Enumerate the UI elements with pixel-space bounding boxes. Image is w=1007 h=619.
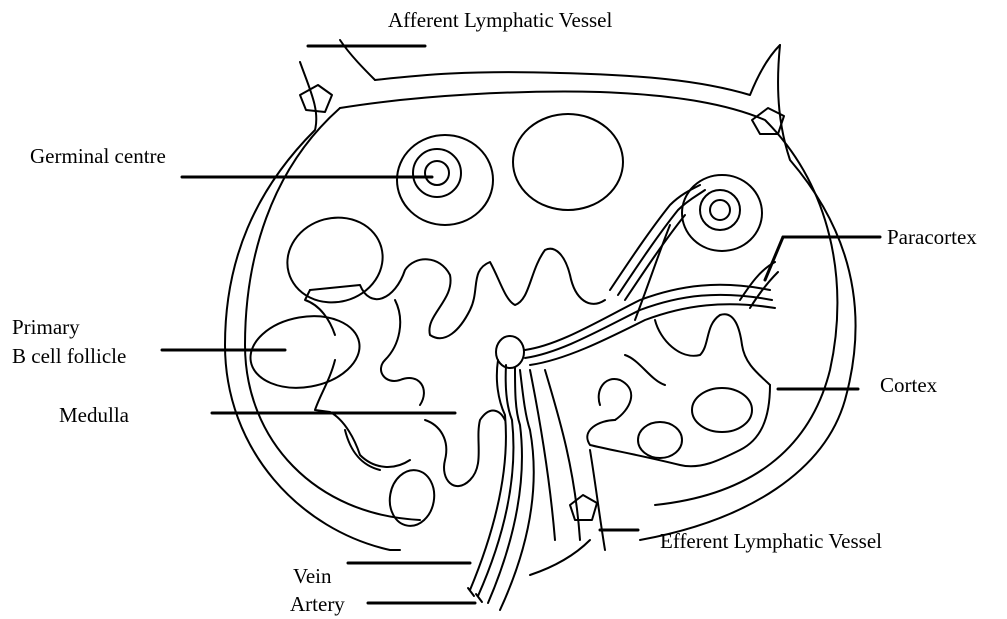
follicle-left-upper — [278, 207, 392, 313]
follicle-lower-right-a — [692, 388, 752, 432]
germinal-follicle-top-right — [682, 175, 762, 251]
label-cortex: Cortex — [880, 373, 938, 397]
label-medulla: Medulla — [59, 403, 130, 427]
label-vein: Vein — [293, 564, 332, 588]
follicle-lower-right-b — [638, 422, 682, 458]
label-afferent-lymphatic-vessel: Afferent Lymphatic Vessel — [388, 8, 613, 32]
leader-lines — [162, 46, 880, 603]
medullary-cords — [305, 249, 770, 486]
label-b-cell-follicle: B cell follicle — [12, 344, 126, 368]
germinal-follicle-top-left — [397, 135, 493, 225]
label-paracortex: Paracortex — [887, 225, 977, 249]
label-artery: Artery — [290, 592, 345, 616]
label-efferent-lymphatic-vessel: Efferent Lymphatic Vessel — [660, 529, 882, 553]
efferent-valve — [570, 450, 605, 550]
label-primary: Primary — [12, 315, 80, 339]
primary-b-cell-follicle — [245, 308, 365, 396]
label-germinal-centre: Germinal centre — [30, 144, 166, 168]
follicle-top-center — [513, 114, 623, 210]
leader-paracortex-diag — [765, 237, 783, 280]
labels: Afferent Lymphatic Vessel Germinal centr… — [12, 8, 977, 616]
hilum-vessels — [468, 336, 580, 610]
